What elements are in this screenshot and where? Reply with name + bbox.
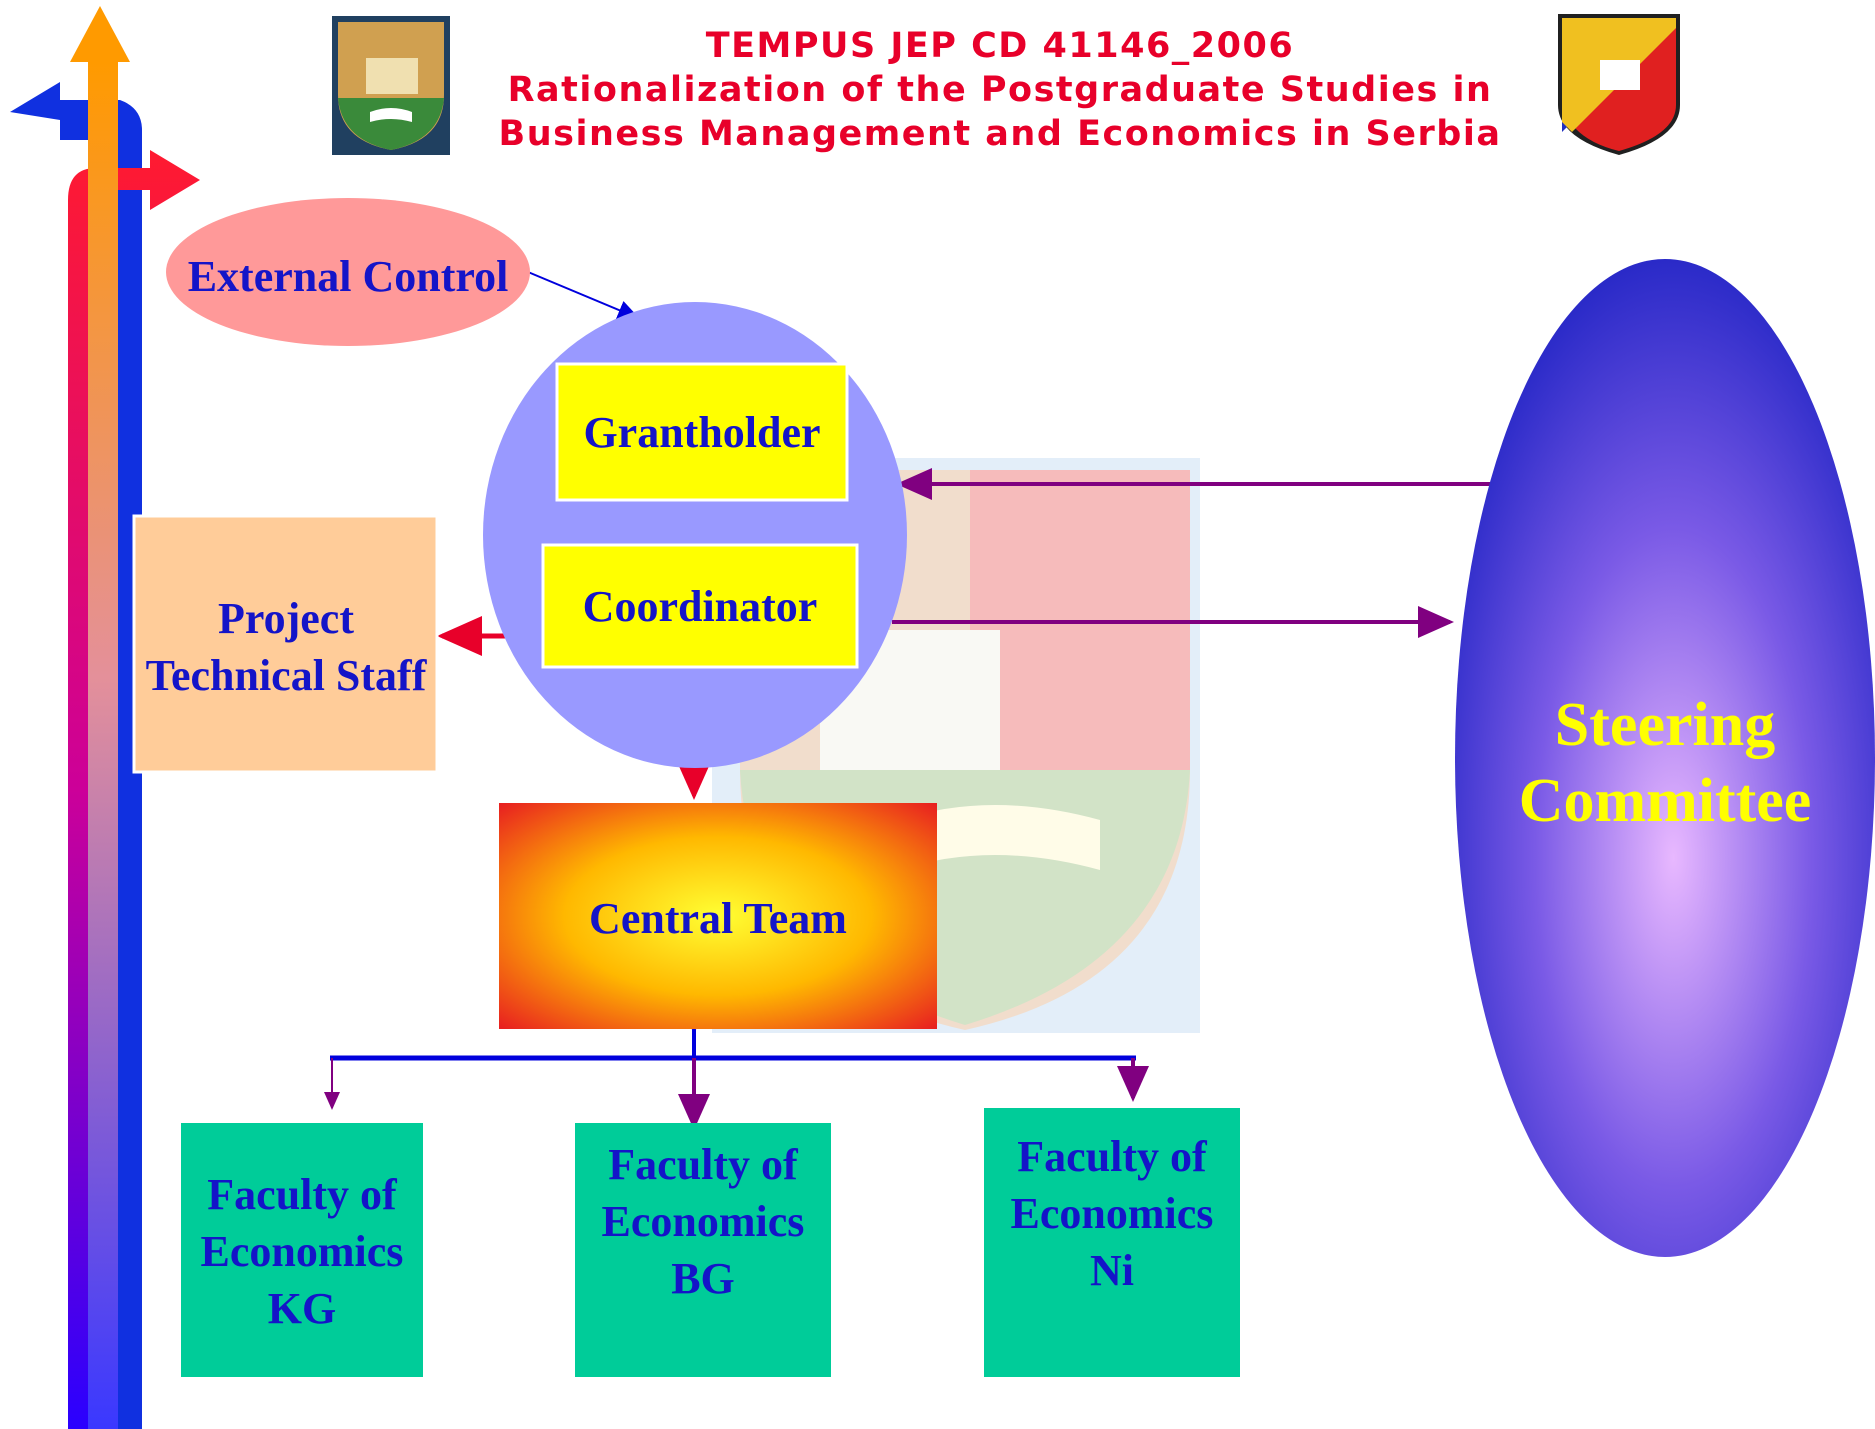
faculty-bg-line2: Economics <box>601 1197 805 1247</box>
steering-committee-ellipse <box>1455 259 1875 1257</box>
header-title-line2: Rationalization of the Postgraduate Stud… <box>507 70 1493 110</box>
orange-arrow-up <box>70 6 130 62</box>
blue-arrow-left <box>10 82 142 1429</box>
project-staff-line1: Project <box>218 594 354 643</box>
left-arrow-bars <box>10 6 200 1429</box>
external-to-grantholder-arrow <box>527 271 640 320</box>
faculty-shield-icon <box>1558 14 1680 155</box>
project-staff-box <box>132 514 439 774</box>
external-control-ellipse <box>166 198 530 346</box>
header-title-line3: Business Management and Economics in Ser… <box>498 114 1502 154</box>
faculty-bg-line1: Faculty of <box>608 1140 798 1189</box>
steering-line1: Steering <box>1554 691 1776 759</box>
faculty-ni-box <box>984 1108 1240 1377</box>
faculty-ni-label: Faculty of Economics Ni <box>984 1128 1240 1300</box>
university-crest-icon <box>332 16 450 155</box>
coordinator-box <box>541 543 859 669</box>
red-arrow-right <box>68 150 200 1429</box>
faculty-bg-label: Faculty of Economics BG <box>575 1136 831 1308</box>
faculty-kg-label: Faculty of Economics KG <box>181 1166 423 1338</box>
faculty-bg-box <box>575 1123 831 1377</box>
coordinator-label: Coordinator <box>582 582 818 631</box>
faculty-kg-line3: KG <box>267 1284 337 1334</box>
faculty-ni-line3: Ni <box>1090 1246 1134 1296</box>
faculty-kg-box <box>181 1123 423 1377</box>
steering-committee-label: Steering Committee <box>1455 688 1875 839</box>
faculty-bg-line3: BG <box>671 1254 735 1304</box>
header-title-line1: TEMPUS JEP CD 41146_2006 <box>705 26 1295 66</box>
project-staff-label: Project Technical Staff <box>128 590 444 704</box>
faculty-ni-line2: Economics <box>1010 1189 1214 1239</box>
central-team-box <box>499 803 937 1029</box>
faculty-ni-line1: Faculty of <box>1017 1132 1207 1181</box>
external-control-label: External Control <box>187 252 509 301</box>
faculty-kg-line2: Economics <box>200 1227 404 1277</box>
central-team-label: Central Team <box>589 894 847 943</box>
orange-bar <box>88 62 118 1429</box>
faculty-kg-line1: Faculty of <box>207 1170 397 1219</box>
grantholder-box <box>555 362 849 502</box>
steering-line2: Committee <box>1518 766 1812 835</box>
project-staff-line2: Technical Staff <box>145 651 427 701</box>
grantholder-label: Grantholder <box>583 408 821 457</box>
